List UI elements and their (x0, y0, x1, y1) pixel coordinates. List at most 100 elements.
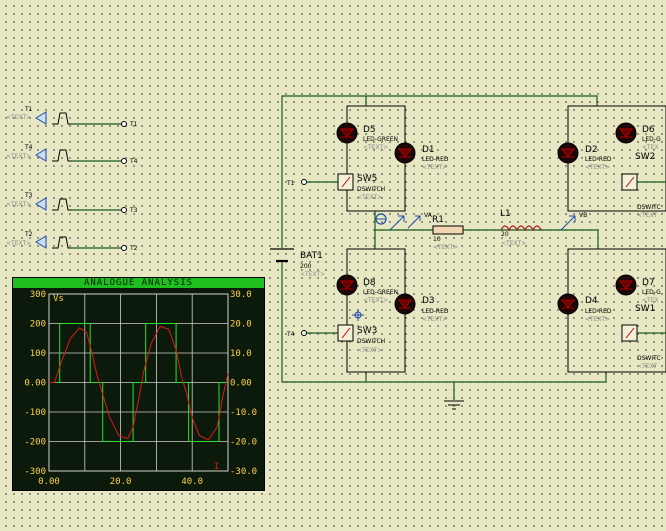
generator-icon (35, 111, 47, 125)
generator-label: T4 (24, 144, 33, 151)
component-name: D7 (642, 278, 655, 288)
led-d8[interactable]: D8 LED-GREEN <TEXT> (336, 274, 398, 304)
switch-sw3[interactable]: T4 SW3 DSWITCH <TEXT> (286, 324, 385, 354)
component-name: D3 (422, 296, 435, 306)
component-type: DSWITCH (357, 186, 385, 193)
pulse-icon (52, 149, 72, 162)
inductor-l1[interactable]: L1 20 <TEXT> (500, 209, 542, 247)
generator-label: T1 (24, 106, 33, 113)
component-type: LED-RED (585, 156, 612, 163)
component-name: SW5 (357, 174, 377, 184)
inductor-icon (500, 225, 542, 232)
trace-label: Vs (53, 294, 64, 304)
component-name: SW1 (635, 304, 655, 314)
switch-sw2[interactable]: SW2 DSWITC <TEXT (621, 152, 666, 219)
component-text: <TEXT (637, 363, 657, 370)
generator-text: <TEXT> (6, 201, 31, 208)
component-name: BAT1 (300, 251, 323, 261)
generator-text: <TEXT> (6, 240, 31, 247)
component-text: <TEXT> (422, 316, 447, 323)
graph-title[interactable]: ANALOGUE ANALYSIS (13, 278, 264, 288)
generator-label: T3 (24, 192, 33, 199)
component-type: LED-RED (585, 308, 612, 315)
resistor-r1[interactable]: R1 10 <TEXT> (432, 215, 464, 251)
x-tick-label: 40.0 (181, 477, 203, 487)
component-type: LED-G (642, 289, 661, 296)
graph-traces (49, 323, 229, 442)
y-tick-label: -200 (24, 438, 46, 448)
component-text: <TEXT (637, 212, 657, 219)
generator-t4[interactable]: T4 <TEXT> T4 (6, 144, 138, 165)
generator-label: T2 (24, 231, 33, 238)
component-value: 10 (433, 236, 441, 243)
graph-plot[interactable]: 3002001000.00-100-200-30030.020.010.00.0… (13, 278, 264, 490)
component-type: LED-G (642, 136, 661, 143)
component-name: SW2 (635, 152, 655, 162)
component-name: D6 (642, 125, 655, 135)
switch-sw1[interactable]: SW1 DSWITC <TEXT (621, 304, 666, 370)
component-text: <TEXT> (300, 271, 325, 278)
component-name: D5 (363, 125, 376, 135)
led-d6[interactable]: D6 LED-G <TEX (615, 122, 661, 151)
voltage-probe-icon (560, 215, 576, 231)
generator-t2[interactable]: T2 <TEXT> T2 (6, 231, 138, 252)
terminal-label: T4 (129, 158, 138, 165)
led-d1[interactable]: D1 LED-RED <TEXT> (394, 142, 449, 171)
terminal-label: T2 (129, 245, 138, 252)
cursor-marker: I (214, 462, 219, 472)
voltage-probe-va[interactable]: VA (389, 212, 433, 231)
led-d7[interactable]: D7 LED-G <TEX (615, 274, 661, 304)
terminal-label: T3 (129, 207, 138, 214)
component-value: 200 (300, 263, 312, 270)
led-d3[interactable]: D3 LED-RED <TEXT> (394, 293, 449, 323)
y-tick-label: 300 (30, 290, 46, 300)
component-name: R1 (432, 215, 444, 225)
graph-ticks: 3002001000.00-100-200-30030.020.010.00.0… (24, 290, 257, 487)
generator-text: <TEXT> (6, 114, 31, 121)
y2-tick-label: 20.0 (230, 320, 252, 330)
component-name: L1 (500, 209, 511, 219)
component-text: <TEX (642, 144, 659, 151)
terminal-label: T4 (286, 331, 295, 338)
ammeter-probe[interactable] (375, 213, 387, 225)
component-value: 20 (501, 231, 509, 238)
pulse-icon (52, 112, 72, 125)
generator-t3[interactable]: T3 <TEXT> T3 (6, 192, 138, 214)
component-name: D1 (422, 145, 435, 155)
y2-tick-label: -20.0 (230, 438, 257, 448)
switch-sw5[interactable]: T1 SW5 DSWITCH <TEXT> (286, 173, 385, 201)
y-tick-label: 200 (30, 320, 46, 330)
component-type: DSWITC (637, 355, 661, 362)
component-type: DSWITCH (357, 338, 385, 345)
generator-text: <TEXT> (6, 153, 31, 160)
y-tick-label: -100 (24, 408, 46, 418)
battery-bat1[interactable]: BAT1 200 <TEXT> (270, 248, 325, 278)
component-name: D2 (585, 145, 598, 155)
component-text: <TEXT> (363, 144, 388, 151)
y2-tick-label: 0.00 (230, 379, 252, 389)
voltage-probe-vb[interactable]: VB (560, 212, 587, 231)
terminal-icon (121, 158, 127, 164)
probe-label: VA (424, 212, 433, 219)
terminal-label: T1 (286, 180, 295, 187)
component-text: <TEXT> (357, 347, 382, 354)
component-text: <TEXT> (433, 244, 458, 251)
component-type: DSWITC (637, 204, 661, 211)
component-text: <TEX (642, 297, 659, 304)
led-d5[interactable]: D5 LED-GREEN <TEXT> (336, 122, 398, 151)
component-text: <TEXT> (585, 164, 610, 171)
component-text: <TEXT> (501, 240, 526, 247)
led-d2[interactable]: D2 LED-RED <TEXT> (557, 142, 612, 171)
terminal-label: T1 (129, 121, 138, 128)
generator-t1[interactable]: T1 <TEXT> T1 (6, 106, 138, 128)
series-line-2 (49, 325, 229, 441)
component-type: LED-GREEN (363, 136, 398, 143)
probe-label: VB (579, 212, 587, 219)
y-tick-label: -300 (24, 467, 46, 477)
led-d4[interactable]: D4 LED-RED <TEXT> (557, 293, 612, 323)
component-name: D8 (363, 278, 376, 288)
y2-tick-label: 10.0 (230, 349, 252, 359)
component-type: LED-RED (422, 308, 449, 315)
